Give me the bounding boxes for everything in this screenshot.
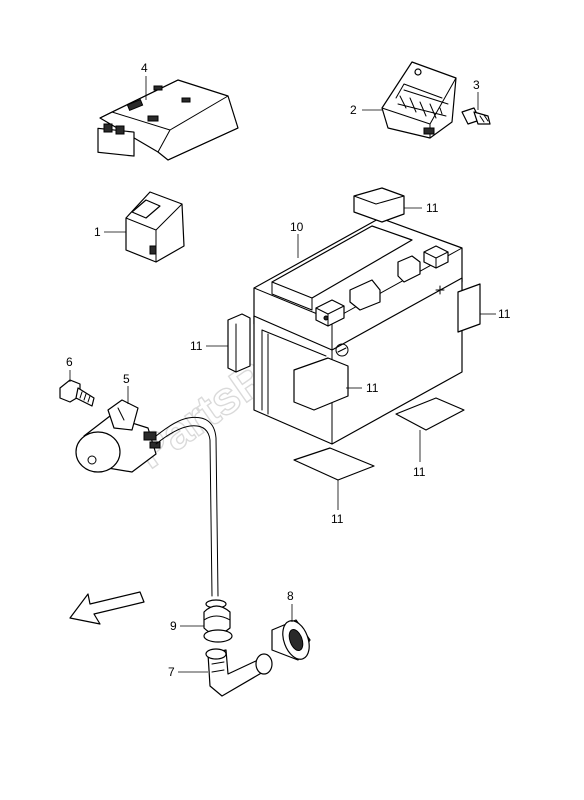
callout-11-bottom-right: 11 [413,465,426,479]
part-3-bolt [461,107,491,125]
leader-lines [69,76,496,673]
callout-3: 3 [473,78,480,92]
pad-bottom-right [395,397,465,431]
callout-9: 9 [170,619,177,633]
pad-bottom-left [293,447,375,481]
callout-11-left: 11 [190,339,203,353]
callout-11-right: 11 [498,307,511,321]
pad-left [227,313,251,373]
callout-4: 4 [141,61,148,75]
pad-top [353,187,405,223]
callout-11-bottom-left: 11 [331,512,344,526]
callout-2: 2 [350,103,357,117]
part-2-regulator [381,61,457,139]
part-10-battery [253,217,463,445]
part-11-pads [227,187,481,481]
callout-8: 8 [287,589,294,603]
part-7-boot [205,648,273,697]
callout-7: 7 [168,665,175,679]
part-4-connector [97,79,239,161]
callout-10: 10 [290,220,304,234]
part-1-relay [125,191,185,263]
callout-11-top: 11 [426,201,439,215]
callout-1: 1 [94,225,101,239]
part-6-bolt [59,379,95,407]
callout-6: 6 [66,355,73,369]
part-5-horn [75,399,219,597]
callout-5: 5 [123,372,130,386]
pad-right [457,283,481,333]
part-9-grommet [203,599,233,643]
callout-numbers: 4 2 3 1 10 11 11 11 11 11 11 6 5 8 9 7 [66,61,511,679]
part-8-cap [271,619,311,661]
front-direction-arrow-icon [69,591,145,625]
pad-front [293,357,349,411]
callout-11-front: 11 [366,381,379,395]
